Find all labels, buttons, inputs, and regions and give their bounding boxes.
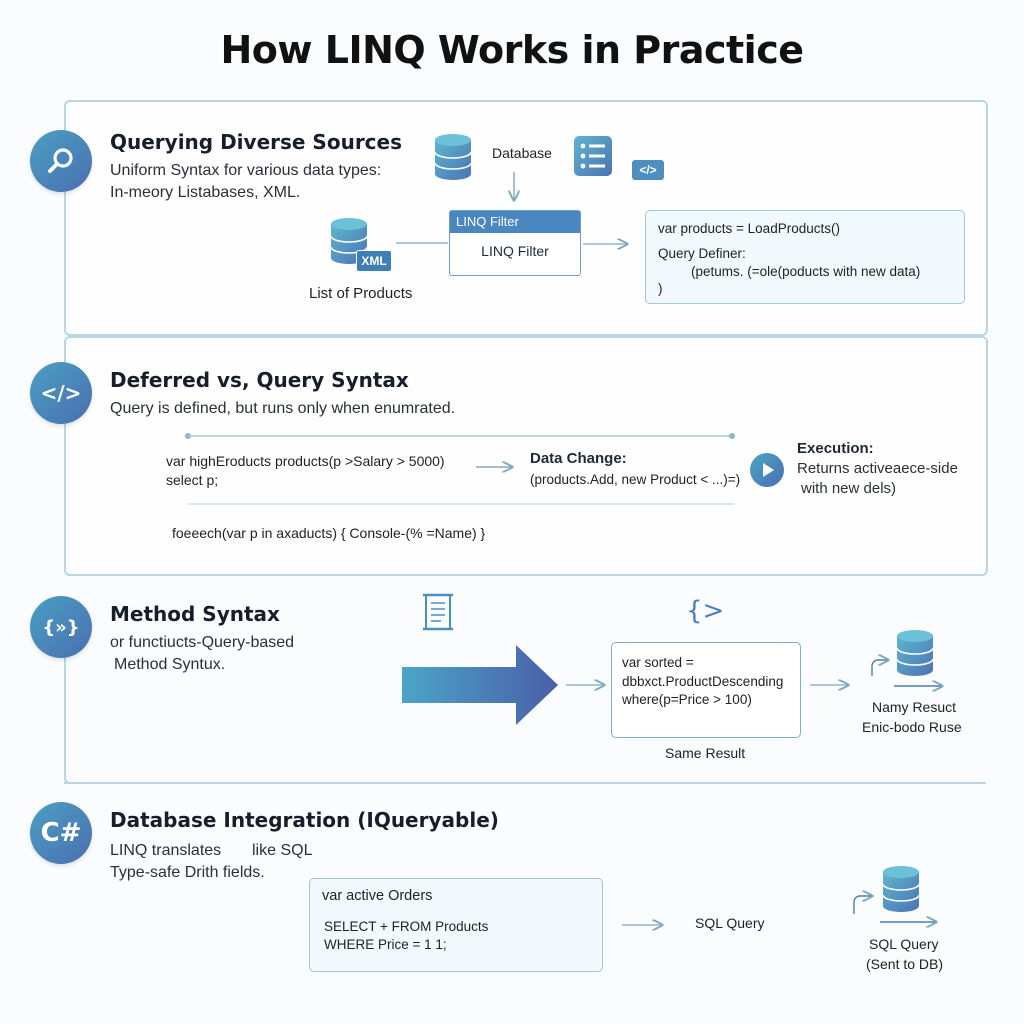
linq-filter-header: LINQ Filter	[450, 211, 580, 233]
same-result-label: Same Result	[665, 745, 746, 761]
code-line: dbbxct.ProductDescending	[622, 674, 784, 689]
code-line: var sorted =	[622, 655, 694, 670]
section-deferred-panel	[64, 336, 988, 576]
braces-icon: {»}	[42, 616, 80, 638]
section-deferred-icon: </>	[30, 362, 92, 424]
big-arrow-icon	[402, 645, 558, 725]
sql-result-line1: SQL Query	[869, 936, 939, 952]
arrow-to-filter	[396, 242, 448, 244]
products-label: List of Products	[309, 285, 413, 302]
foreach-code: foeeech(var p in axaducts) { Console-(% …	[172, 525, 486, 541]
section-method-line2: Method Syntux.	[114, 656, 226, 673]
deferred-code-2: select p;	[166, 472, 219, 488]
csharp-icon: C#	[40, 818, 82, 848]
arrow-to-change	[476, 462, 518, 472]
section-sources-heading: Querying Diverse Sources	[110, 130, 403, 154]
deferred-code-1: var highEroducts products(p >Salary > 50…	[166, 453, 445, 469]
list-icon	[574, 136, 612, 176]
section-sources-icon	[30, 130, 92, 192]
arrow-to-method-code	[566, 680, 610, 690]
result-line2: Enic-bodo Ruse	[862, 719, 962, 735]
brace-tag-icon: {>	[686, 596, 725, 626]
section-method-heading: Method Syntax	[110, 602, 280, 626]
section-db-heading: Database Integration (IQueryable)	[110, 808, 499, 832]
code-tag-icon: </>	[632, 160, 664, 180]
section-method-code: var sorted = dbbxct.ProductDescending wh…	[611, 642, 801, 738]
code-line: SELECT + FROM Products	[324, 919, 489, 934]
arrow-db-down	[508, 172, 520, 204]
code-line: where(p=Price > 100)	[622, 692, 752, 707]
result-database-icon	[871, 630, 946, 692]
code-line: WHERE Price = 1 1;	[324, 937, 447, 952]
arrow-to-result	[810, 680, 854, 690]
section-db-line1b: like SQL	[252, 842, 313, 859]
section-db-line1: LINQ translates	[110, 842, 222, 859]
code-line: var active Orders	[322, 888, 433, 904]
play-button-icon	[750, 453, 784, 487]
result-line1: Namy Resuct	[872, 699, 957, 715]
code-line: var products = LoadProducts()	[658, 221, 840, 236]
section-db-icon: C#	[30, 802, 92, 864]
execution-line2: with new dels)	[801, 480, 897, 497]
section-method-icon: {»}	[30, 596, 92, 658]
section-deferred-heading: Deferred vs, Query Syntax	[110, 368, 409, 392]
section-method-line1: or functiucts-Query-based	[110, 634, 295, 651]
section-sources-line2: In-meory Listabases, XML.	[110, 184, 301, 201]
section-sources-code: var products = LoadProducts() Query Defi…	[645, 210, 965, 304]
xml-badge: XML	[356, 250, 392, 272]
section-sources-line1: Uniform Syntax for various data types:	[110, 162, 382, 179]
section-deferred-line1: Query is defined, but runs only when enu…	[110, 400, 456, 417]
linq-filter-box: LINQ Filter LINQ Filter	[449, 210, 581, 276]
code-line: Query Definer:	[658, 246, 746, 261]
timeline	[185, 433, 735, 505]
database-icon	[434, 134, 472, 180]
sql-database-icon	[853, 866, 940, 928]
section-db-line2: Type-safe Drith fields.	[110, 864, 265, 881]
database-label: Database	[492, 145, 552, 161]
linq-filter-label: LINQ Filter	[481, 243, 549, 259]
code-line: (petums. (=ole(poducts with new data)	[691, 264, 921, 279]
page-title: How LINQ Works in Practice	[220, 28, 804, 72]
magnifier-icon	[48, 148, 73, 173]
data-change-code: (products.Add, new Product < ...)=)	[530, 472, 741, 487]
execution-line1: Returns activeaece-side	[797, 460, 958, 477]
execution-title: Execution:	[797, 440, 874, 457]
section-db-code: var active Orders SELECT + FROM Products…	[309, 878, 603, 972]
document-icon	[423, 593, 453, 631]
sql-query-label: SQL Query	[695, 915, 765, 931]
code-brackets-icon: </>	[40, 381, 82, 405]
data-change-title: Data Change:	[530, 450, 627, 467]
arrow-to-sql	[622, 920, 668, 930]
sql-result-line2: (Sent to DB)	[866, 956, 944, 972]
arrow-to-code	[583, 239, 633, 249]
code-line: )	[658, 281, 663, 296]
section-method-bottom	[64, 782, 986, 784]
